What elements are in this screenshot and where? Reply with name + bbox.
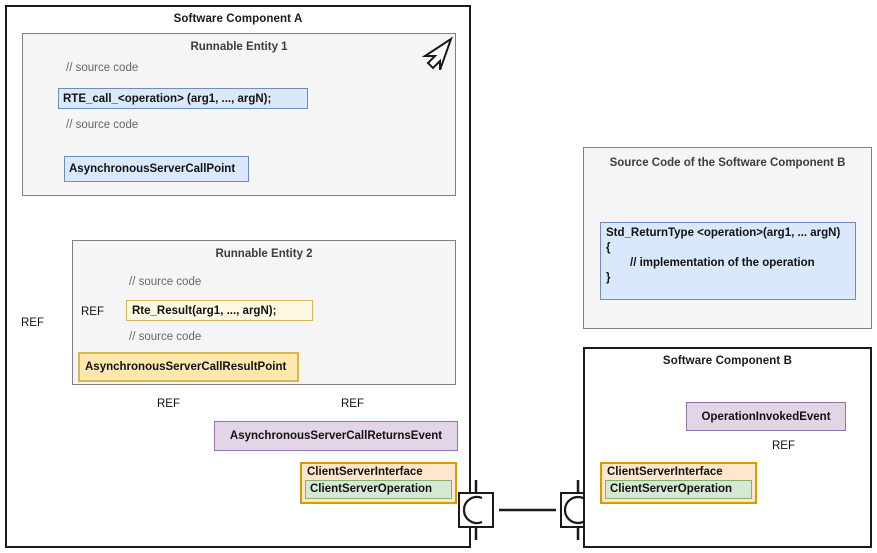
code-line-4: } (606, 272, 611, 284)
ref-label-result-point: REF (157, 398, 180, 410)
component-b-source-code-block[interactable]: Std_ReturnType <operation>(arg1, ... arg… (600, 222, 856, 300)
runnable-entity-2-title: Runnable Entity 2 (215, 248, 313, 260)
required-port-socket[interactable] (458, 492, 494, 528)
client-server-interface-b[interactable]: ClientServerInterface ClientServerOperat… (600, 462, 757, 504)
asynchronous-server-call-result-point[interactable]: AsynchronousServerCallResultPoint (78, 352, 299, 382)
client-server-interface-a[interactable]: ClientServerInterface ClientServerOperat… (300, 462, 457, 504)
client-server-interface-a-label: ClientServerInterface (307, 466, 423, 478)
client-server-operation-a[interactable]: ClientServerOperation (305, 480, 452, 499)
asynchronous-server-call-returns-event[interactable]: AsynchronousServerCallReturnsEvent (214, 421, 458, 451)
rte-call-statement[interactable]: RTE_call_<operation> (arg1, ..., argN); (58, 88, 308, 109)
asynchronous-server-call-point[interactable]: AsynchronousServerCallPoint (64, 156, 249, 182)
runnable1-comment-top: // source code (66, 62, 139, 74)
execution-arrow-icon (421, 36, 453, 70)
runnable2-comment-bottom: // source code (129, 331, 202, 343)
socket-icon (462, 495, 483, 525)
runnable-entity-1-title: Runnable Entity 1 (190, 41, 288, 53)
rte-result-statement[interactable]: Rte_Result(arg1, ..., argN); (126, 300, 313, 321)
ref-label-returns-event: REF (341, 398, 364, 410)
runnable1-comment-bottom: // source code (66, 119, 139, 131)
software-component-b[interactable]: Software Component B (583, 347, 872, 548)
code-line-3: // implementation of the operation (630, 257, 815, 269)
runnable2-comment-top: // source code (129, 276, 202, 288)
component-b-title: Software Component B (662, 355, 793, 367)
ref-label-inner: REF (81, 306, 104, 318)
source-code-component-b-title: Source Code of the Software Component B (609, 157, 846, 169)
ref-label-outer: REF (21, 317, 44, 329)
ref-label-component-b: REF (772, 440, 795, 452)
code-line-2: { (606, 242, 611, 254)
operation-invoked-event[interactable]: OperationInvokedEvent (686, 402, 846, 431)
component-a-title: Software Component A (173, 13, 303, 25)
client-server-operation-b[interactable]: ClientServerOperation (605, 480, 752, 499)
client-server-interface-b-label: ClientServerInterface (607, 466, 723, 478)
code-line-1: Std_ReturnType <operation>(arg1, ... arg… (606, 227, 841, 239)
